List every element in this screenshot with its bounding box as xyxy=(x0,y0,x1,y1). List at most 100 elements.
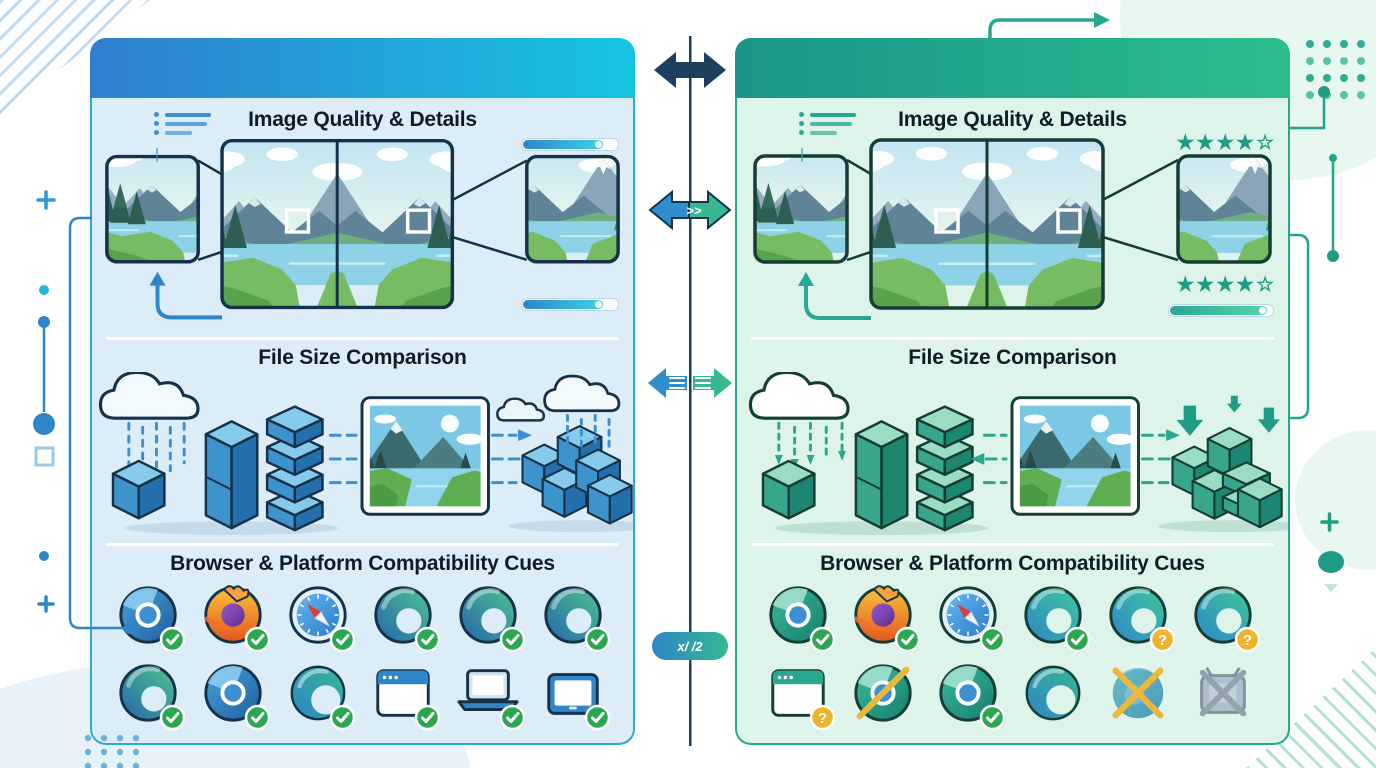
browser-icon-row-1 xyxy=(92,580,633,654)
firefox-icon xyxy=(197,580,273,654)
compat-section-title: Browser & Platform Compatibility Cues xyxy=(820,552,1205,575)
format-a-panel: Image Quality & Details xyxy=(90,38,635,745)
svg-text:?: ? xyxy=(1158,632,1167,649)
browser-icon-row-2 xyxy=(92,658,633,732)
quality-section-title: Image Quality & Details xyxy=(898,108,1127,131)
check-badge-icon xyxy=(414,704,441,731)
question-badge-icon: ? xyxy=(1234,626,1261,653)
edge-icon xyxy=(367,580,443,654)
filesize-illustration xyxy=(748,372,1288,536)
question-badge-icon: ? xyxy=(809,704,836,731)
question-badge-icon: ? xyxy=(1149,626,1176,653)
laptop-icon xyxy=(452,658,528,732)
format-pill-badge: x/ /2 xyxy=(652,632,728,660)
edge-icon xyxy=(112,658,188,732)
check-badge-icon xyxy=(584,704,611,731)
edge-icon xyxy=(452,580,528,654)
edge-swirl-icon xyxy=(282,658,358,732)
check-badge-icon xyxy=(1064,626,1091,653)
filesize-section: File Size Comparison xyxy=(92,346,633,538)
compare-arrow-icon: >> xyxy=(648,189,732,231)
window-icon xyxy=(367,658,443,732)
filesize-section-title: File Size Comparison xyxy=(908,346,1117,369)
check-badge-icon xyxy=(499,626,526,653)
quality-illustration xyxy=(105,138,620,320)
orb-icon xyxy=(1102,658,1178,732)
compat-section: Browser & Platform Compatibility Cues xyxy=(92,552,633,732)
filesize-section: File Size Comparison xyxy=(737,346,1288,538)
rain-lines xyxy=(566,413,611,453)
zoom-marker-left xyxy=(934,208,960,234)
quality-star-rating-top: ★★★★☆ xyxy=(1176,132,1276,154)
section-divider xyxy=(106,543,619,546)
panel-body: Image Quality & Details xyxy=(735,98,1290,745)
list-icon xyxy=(154,108,211,162)
edge-icon: ? xyxy=(1102,580,1178,654)
rain-arrow-lines xyxy=(774,421,847,469)
zoom-marker-left xyxy=(284,208,311,234)
panel-header-bar xyxy=(735,38,1290,98)
swap-arrow-icon xyxy=(654,52,726,88)
edge-icon xyxy=(1017,580,1093,654)
edge-icon: ? xyxy=(1187,580,1263,654)
format-b-panel: Image Quality & Details xyxy=(735,38,1290,745)
edge-icon xyxy=(537,580,613,654)
check-badge-icon xyxy=(809,626,836,653)
compat-section-title: Browser & Platform Compatibility Cues xyxy=(170,552,555,575)
check-badge-icon xyxy=(414,626,441,653)
image-file-thumbnail xyxy=(360,396,490,516)
check-badge-icon xyxy=(979,626,1006,653)
safari-icon xyxy=(932,580,1008,654)
check-badge-icon xyxy=(244,704,271,731)
device-icon xyxy=(1187,658,1263,732)
flow-lines-right xyxy=(1140,433,1176,485)
svg-text:?: ? xyxy=(1243,632,1252,649)
section-divider xyxy=(751,337,1274,340)
chromium-icon xyxy=(847,658,923,732)
curved-arrow-icon xyxy=(149,271,223,320)
chromium-icon xyxy=(197,658,273,732)
transfer-arrows-icon xyxy=(648,368,732,398)
image-file-thumbnail xyxy=(1010,396,1140,516)
left-margin-decorations xyxy=(33,190,140,768)
filesize-illustration xyxy=(98,372,633,536)
zoom-marker-right xyxy=(1056,208,1082,234)
zoom-marker-right xyxy=(405,208,432,234)
check-badge-icon xyxy=(244,626,271,653)
browser-icon-row-2: ? xyxy=(737,658,1288,732)
center-divider-line xyxy=(689,36,692,746)
flow-lines-right xyxy=(490,433,526,485)
panel-header-bar xyxy=(90,38,635,98)
flow-lines-left xyxy=(328,433,358,485)
browser-icon-row-1: ? ? xyxy=(737,580,1288,654)
window-icon: ? xyxy=(762,658,838,732)
quality-star-rating-bottom: ★★★★☆ xyxy=(1176,274,1276,296)
firefox-icon xyxy=(847,580,923,654)
svg-text:>>: >> xyxy=(686,203,702,218)
quality-section-title: Image Quality & Details xyxy=(248,108,477,131)
panel-body: Image Quality & Details xyxy=(90,98,635,745)
check-badge-icon xyxy=(499,704,526,731)
chromium-icon xyxy=(762,580,838,654)
quality-progress-bar-bottom xyxy=(1168,304,1274,317)
check-badge-icon xyxy=(329,704,356,731)
section-divider xyxy=(106,337,619,340)
section-divider xyxy=(751,543,1274,546)
safari-icon xyxy=(282,580,358,654)
flow-arrow-icon xyxy=(988,12,1110,40)
rain-lines xyxy=(127,421,186,473)
quality-progress-bar-top xyxy=(521,138,619,151)
compat-section: Browser & Platform Compatibility Cues ? … xyxy=(737,552,1288,732)
quality-section: Image Quality & Details xyxy=(737,108,1288,332)
right-margin-decorations xyxy=(1288,40,1365,592)
check-badge-icon xyxy=(584,626,611,653)
check-badge-icon xyxy=(159,626,186,653)
check-badge-icon xyxy=(329,626,356,653)
curved-arrow-icon xyxy=(798,272,871,320)
check-badge-icon xyxy=(979,704,1006,731)
edge-swirl-icon xyxy=(1017,658,1093,732)
tablet-icon xyxy=(537,658,613,732)
filesize-section-title: File Size Comparison xyxy=(258,346,467,369)
check-badge-icon xyxy=(894,626,921,653)
